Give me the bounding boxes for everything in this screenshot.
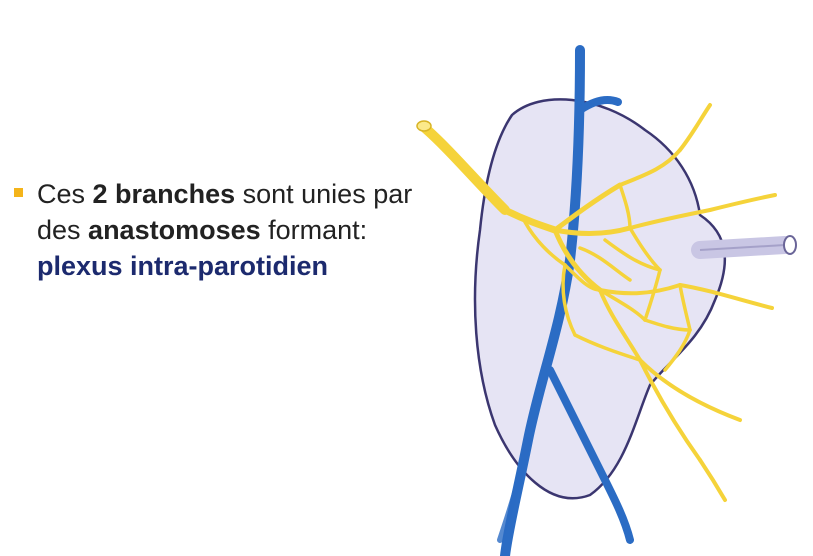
bullet-mid: sont unies par des bbox=[37, 179, 413, 245]
bullet-bold-anastomoses: anastomoses bbox=[88, 215, 261, 245]
nerve-plexus bbox=[501, 103, 777, 502]
bullet-marker-icon bbox=[14, 188, 23, 197]
bullet-item: Ces 2 branches sont unies par des anasto… bbox=[14, 176, 424, 284]
bullet-text: Ces 2 branches sont unies par des anasto… bbox=[37, 176, 424, 284]
bullet-highlight-plexus: plexus intra-parotidien bbox=[37, 251, 329, 281]
parotid-plexus-illustration-icon bbox=[416, 45, 797, 556]
nerve-trunk bbox=[420, 123, 510, 215]
bullet-suffix: formant: bbox=[260, 215, 368, 245]
vein-branch bbox=[546, 366, 634, 544]
bullet-bold-branches: 2 branches bbox=[92, 179, 236, 209]
bullet-prefix: Ces bbox=[37, 179, 93, 209]
